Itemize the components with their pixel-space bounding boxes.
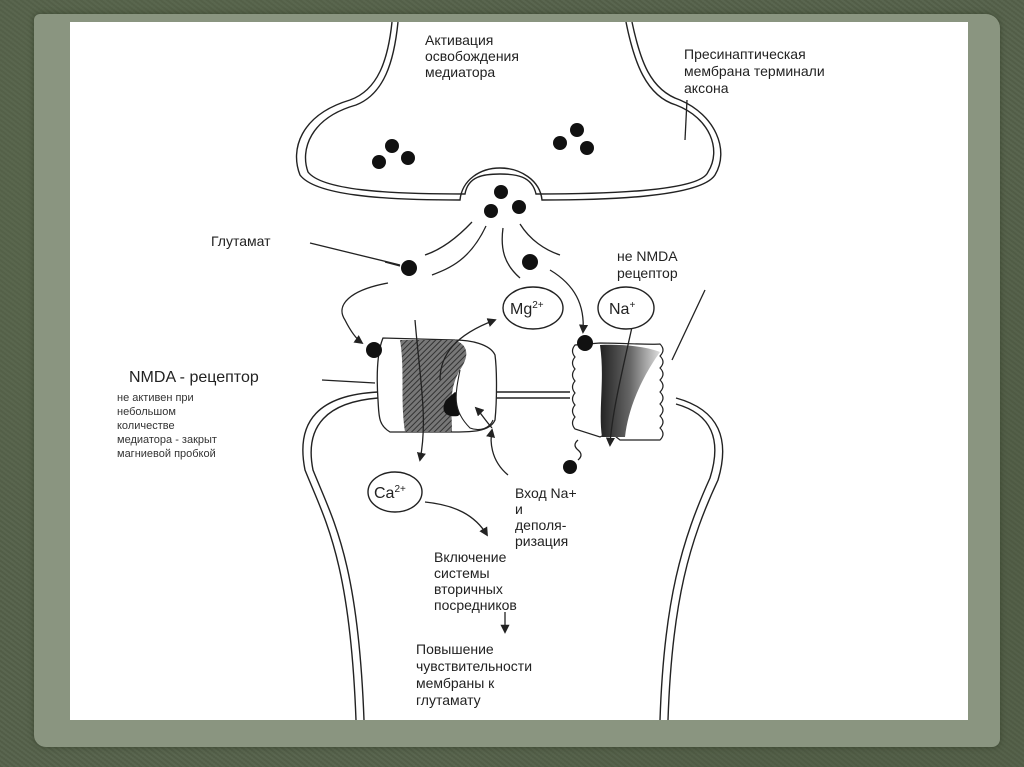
nmda-pointer	[321, 379, 376, 384]
na-ion: Na+	[597, 286, 655, 330]
svg-text:Na+: Na+	[609, 300, 635, 318]
presynaptic-membrane	[295, 21, 722, 201]
svg-text:Mg2+: Mg2+	[510, 300, 544, 318]
postsynaptic-membrane	[302, 391, 724, 721]
label-second-messengers: Включение системы вторичных посредников	[434, 549, 517, 613]
glutamate-bound-non-nmda	[577, 335, 593, 351]
nmda-receptor	[366, 337, 498, 433]
vesicles-right	[553, 123, 594, 155]
mg-ion: Mg2+	[502, 286, 564, 330]
arrow-ca-influx	[414, 319, 426, 462]
slide-canvas	[70, 22, 968, 720]
arrow-depolarization	[486, 428, 509, 476]
svg-text:Ca2+: Ca2+	[374, 484, 406, 502]
vesicles-release	[484, 185, 526, 218]
ca-ion: Ca2+	[367, 471, 423, 513]
glutamate-molecule	[401, 260, 417, 276]
arrow-glutamate-to-non-nmda	[549, 269, 589, 334]
label-activation: Активация освобождения медиатора	[425, 32, 523, 80]
non-nmda-pointer	[671, 289, 706, 361]
diffusion-lines	[384, 221, 561, 279]
label-na-entry: Вход Na+ и деполя- ризация	[515, 485, 581, 549]
arrow-to-plug	[474, 406, 493, 429]
non-nmda-receptor	[563, 335, 664, 474]
presynaptic-pointer	[684, 99, 688, 141]
glutamate-bound-nmda	[366, 342, 382, 358]
intracellular-particle	[563, 460, 577, 474]
label-presynaptic-membrane: Пресинаптическая мембрана терминали аксо…	[684, 46, 829, 96]
label-non-nmda-receptor: не NMDA рецептор	[617, 248, 681, 281]
glutamate-pointer	[309, 242, 401, 266]
glutamate-molecule	[522, 254, 538, 270]
arrow-glutamate-to-nmda	[341, 282, 389, 345]
vesicles-left	[372, 139, 415, 169]
label-sensitivity: Повышение чувствительности мембраны к гл…	[416, 641, 536, 708]
arrow-mg-exit	[439, 318, 497, 381]
label-nmda-receptor: NMDA - рецептор	[129, 369, 259, 386]
label-glutamate: Глутамат	[211, 233, 271, 249]
label-nmda-note: не активен при небольшом количестве меди…	[117, 392, 220, 460]
arrow-ca-to-messengers	[424, 501, 488, 537]
